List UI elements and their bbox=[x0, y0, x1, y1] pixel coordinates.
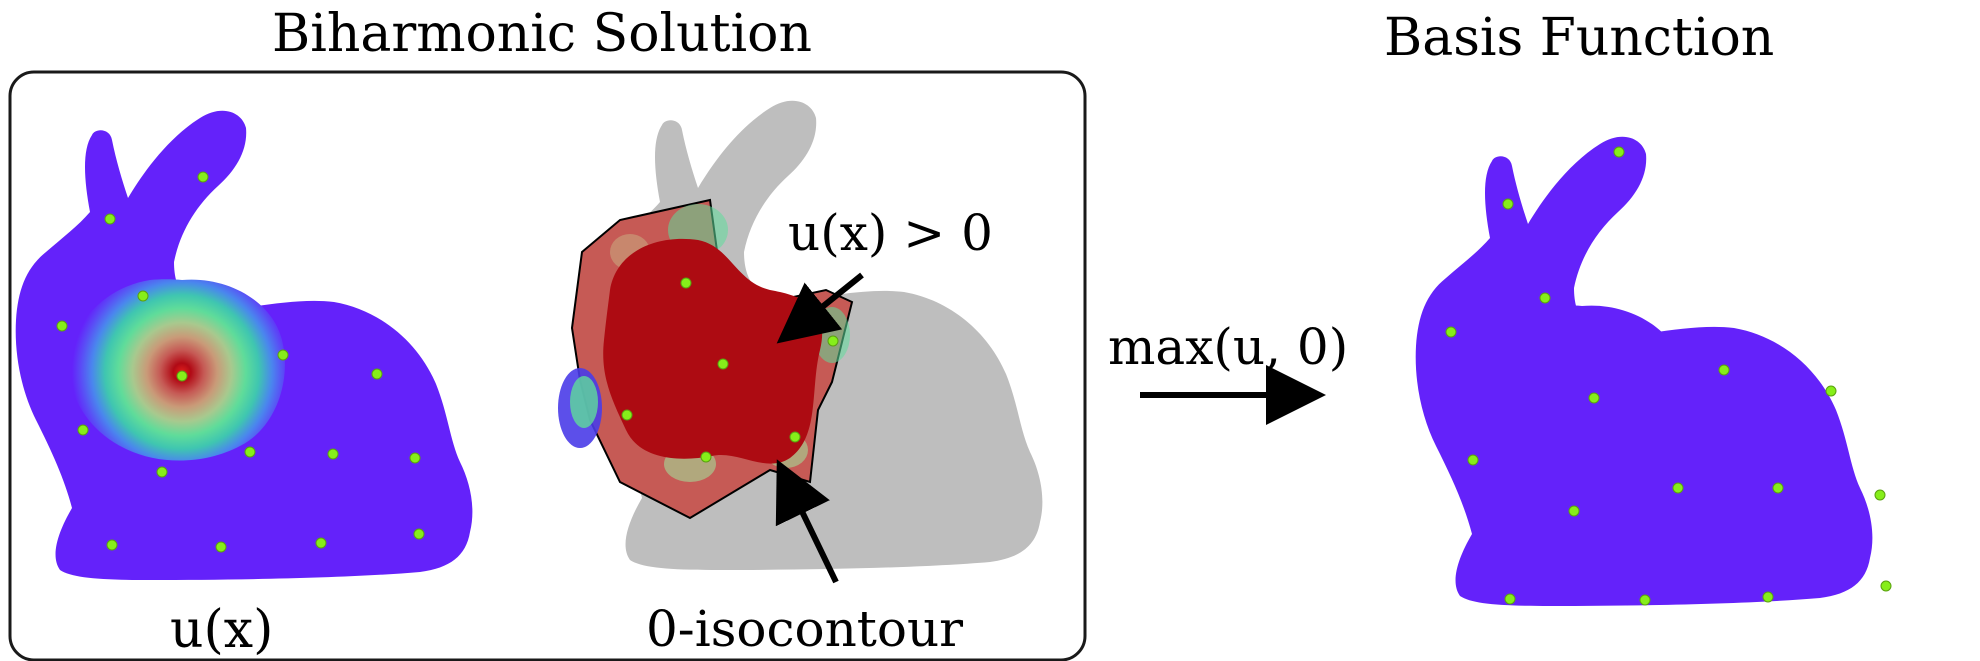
bunny-biharmonic-field bbox=[15, 110, 473, 580]
label-max-operation: max(u, 0) bbox=[1108, 318, 1349, 376]
bunny-positive-region bbox=[558, 100, 1043, 570]
label-u-positive: u(x) > 0 bbox=[788, 204, 993, 262]
label-zero-isocontour: 0-isocontour bbox=[646, 600, 964, 658]
bunny-basis-function bbox=[1415, 136, 1873, 606]
sample-points bbox=[56, 146, 1892, 606]
title-basis-function: Basis Function bbox=[1384, 8, 1775, 68]
label-u-of-x: u(x) bbox=[170, 600, 274, 660]
biharmonic-panel-frame bbox=[8, 70, 1087, 661]
title-biharmonic-solution: Biharmonic Solution bbox=[272, 4, 812, 64]
arrow-to-isocontour bbox=[775, 459, 839, 584]
arrow-to-positive-region bbox=[776, 272, 864, 344]
